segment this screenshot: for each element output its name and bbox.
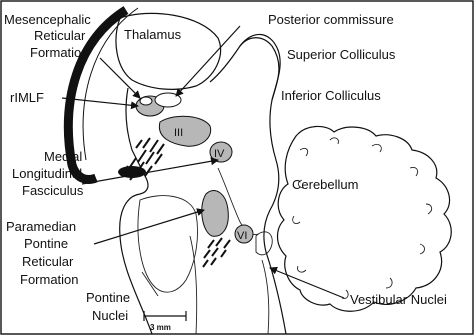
cerebellum-outline bbox=[278, 126, 452, 311]
pontine-nuclei-leader bbox=[142, 272, 158, 296]
label-thalamus: Thalamus bbox=[124, 27, 182, 42]
label-pontine-nuclei-1: Pontine bbox=[86, 290, 130, 305]
rimlf-dot bbox=[140, 97, 152, 105]
scale-bar: 3 mm bbox=[144, 311, 186, 332]
label-pontine-nuclei-2: Nuclei bbox=[92, 308, 128, 323]
superior-colliculus-bump bbox=[240, 34, 280, 100]
label-nucleus-iv: IV bbox=[214, 148, 225, 160]
posterior-commissure-arrow bbox=[176, 26, 240, 96]
label-mlf-1: Medial bbox=[44, 149, 82, 164]
label-mesencephalic-1: Mesencephalic bbox=[4, 12, 91, 27]
label-rimlf: rIMLF bbox=[10, 90, 44, 105]
pons-inner-outline bbox=[138, 196, 198, 293]
label-mesencephalic-3: Formation bbox=[30, 45, 89, 60]
label-mesencephalic-2: Reticular bbox=[34, 28, 86, 43]
nucleus-iii bbox=[159, 116, 210, 146]
label-vestibular-nuclei: Vestibular Nuclei bbox=[350, 292, 447, 307]
pprf-fibers bbox=[203, 238, 230, 267]
cerebellum-folia bbox=[293, 138, 432, 298]
vestibular-arrow bbox=[270, 268, 344, 298]
label-nucleus-vi: VI bbox=[237, 230, 247, 242]
scale-bar-label: 3 mm bbox=[150, 323, 171, 332]
label-mlf-3: Fasciculus bbox=[22, 183, 84, 198]
pprf-nucleus bbox=[202, 191, 229, 237]
pprf-arrow bbox=[94, 210, 204, 244]
label-pprf-2: Pontine bbox=[24, 236, 68, 251]
label-pprf-1: Paramedian bbox=[6, 219, 76, 234]
label-pprf-3: Reticular bbox=[22, 254, 74, 269]
label-posterior-commissure: Posterior commissure bbox=[268, 12, 394, 27]
label-superior-colliculus: Superior Colliculus bbox=[287, 47, 396, 62]
thalamus-outline bbox=[116, 13, 221, 89]
label-nucleus-iii: III bbox=[174, 127, 183, 139]
mlf-dark-bundle bbox=[118, 166, 146, 178]
label-pprf-4: Formation bbox=[20, 272, 79, 287]
mlf-arrow bbox=[82, 160, 218, 184]
label-mlf-2: Longitudinal bbox=[12, 166, 82, 181]
label-cerebellum: Cerebellum bbox=[292, 177, 358, 192]
label-inferior-colliculus: Inferior Colliculus bbox=[281, 88, 381, 103]
vestibular-region bbox=[256, 232, 272, 334]
